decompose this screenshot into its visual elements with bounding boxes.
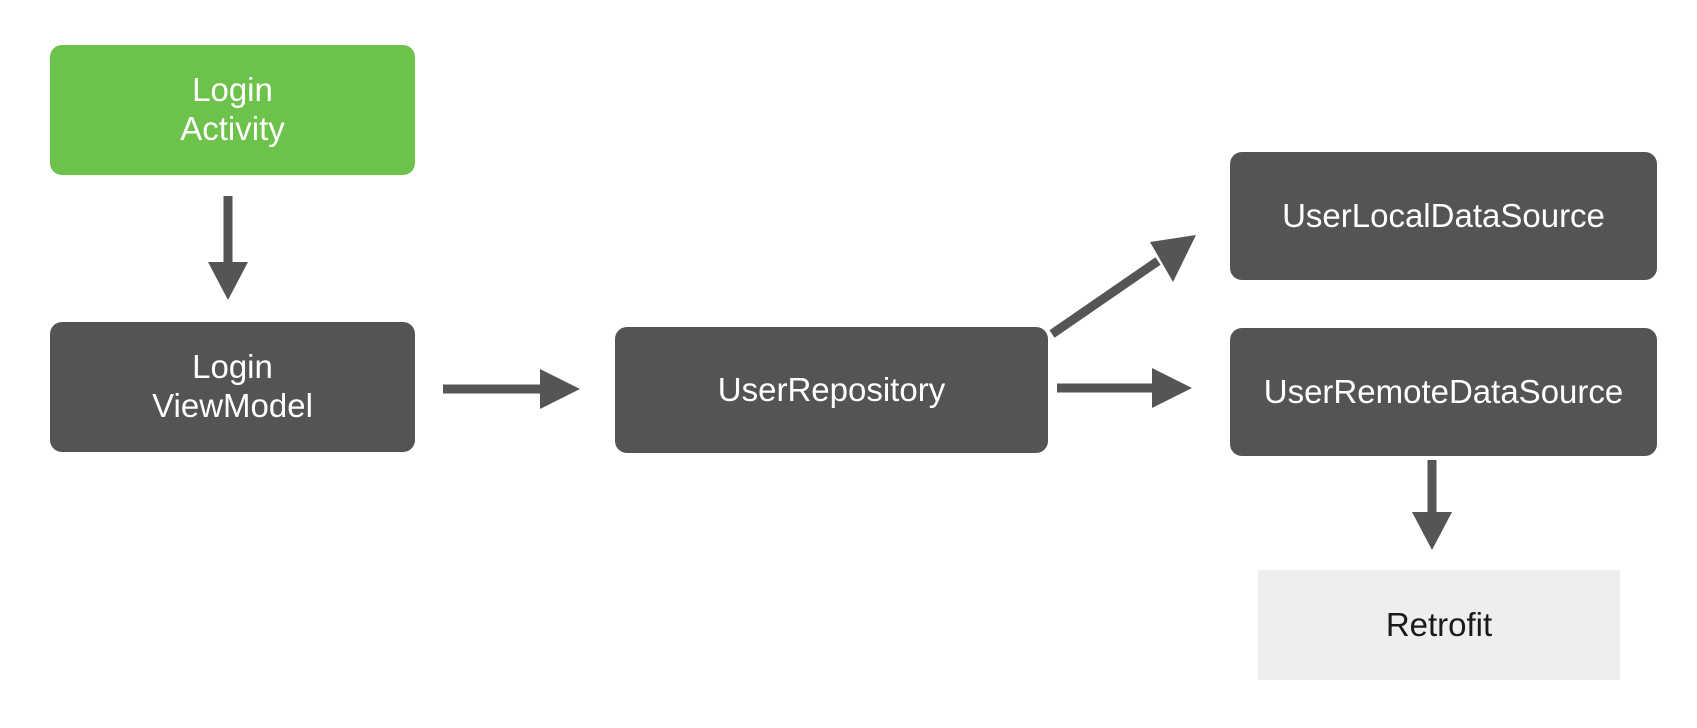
node-label-retrofit: Retrofit <box>1385 605 1493 643</box>
edge-remote-data-source-to-retrofit <box>1412 460 1452 550</box>
node-label-user-repository: UserRepository <box>717 370 946 408</box>
node-user-remote-data-source[interactable]: UserRemoteDataSource <box>1230 328 1657 456</box>
node-user-local-data-source[interactable]: UserLocalDataSource <box>1230 152 1657 280</box>
node-login-viewmodel[interactable]: Login ViewModel <box>50 322 415 452</box>
node-label-user-local-data-source: UserLocalDataSource <box>1282 196 1605 234</box>
node-retrofit[interactable]: Retrofit <box>1258 570 1620 680</box>
edge-activity-to-viewmodel <box>208 196 248 300</box>
arrowhead-icon-remote-data-source-to-retrofit <box>1412 512 1452 550</box>
node-label-login-viewmodel: Login ViewModel <box>152 348 313 424</box>
arrowhead-icon-activity-to-viewmodel <box>208 262 248 300</box>
edge-repository-to-local-data-source <box>1049 235 1196 338</box>
edge-repository-to-remote-data-source <box>1057 368 1192 408</box>
edge-viewmodel-to-repository <box>443 369 580 409</box>
node-login-activity[interactable]: Login Activity <box>50 45 415 175</box>
node-user-repository[interactable]: UserRepository <box>615 327 1048 453</box>
node-label-user-remote-data-source: UserRemoteDataSource <box>1263 372 1624 410</box>
edge-shaft-repository-to-local-data-source <box>1049 257 1161 338</box>
arrowhead-icon-repository-to-remote-data-source <box>1152 368 1192 408</box>
node-label-login-activity: Login Activity <box>180 71 285 147</box>
arrowhead-icon-repository-to-local-data-source <box>1150 235 1196 282</box>
arrowhead-icon-viewmodel-to-repository <box>540 369 580 409</box>
